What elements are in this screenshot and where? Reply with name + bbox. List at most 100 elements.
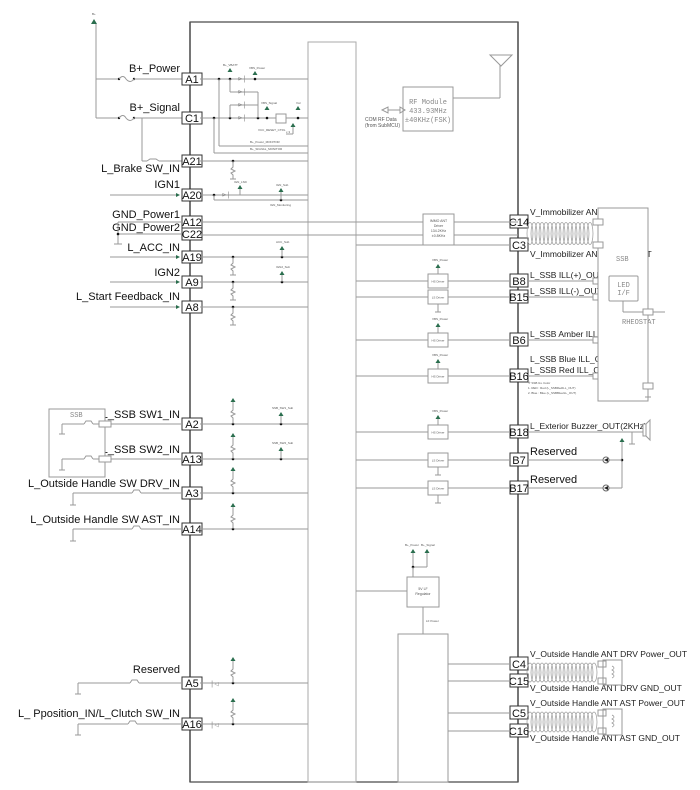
net-label: VBS_Power — [432, 317, 448, 321]
pullup-resistor: |◁ — [200, 698, 308, 730]
coil-turn — [530, 711, 538, 733]
signal-label: Reserved — [530, 474, 577, 486]
ssb-sub-tap: SSB_SW2_Sub — [272, 441, 294, 461]
pin-id: C4 — [512, 659, 526, 671]
left-pin-a3: A3L_Outside Handle SW DRV_IN — [28, 478, 203, 500]
low-side-driver: LS Driver — [427, 452, 449, 476]
pin-id: C3 — [512, 240, 526, 252]
connector-pin — [597, 727, 607, 735]
pin-id: A1 — [185, 74, 198, 86]
coil-turn — [534, 662, 542, 683]
vcc-icon — [230, 657, 236, 661]
pin-id: C1 — [185, 113, 199, 125]
coil-turn — [570, 662, 578, 683]
coil-turn — [550, 662, 558, 683]
driver-label: LS Driver — [432, 459, 445, 463]
signal-label: V_Outside Handle ANT DRV GND_OUT — [530, 683, 682, 693]
coil-turn — [574, 662, 582, 683]
connector-pin — [597, 677, 607, 685]
coil-turn — [550, 222, 558, 245]
resistor-icon — [230, 663, 237, 683]
coil-turn — [586, 662, 594, 683]
svg-text:5V LF: 5V LF — [418, 587, 427, 591]
coil-turn — [538, 222, 546, 245]
coil-turn — [530, 662, 538, 683]
coil-turn — [574, 711, 582, 733]
resistor-icon — [230, 404, 237, 424]
coil-turn — [562, 222, 570, 245]
coil-turn — [542, 711, 550, 733]
coil-turn — [566, 711, 574, 733]
left-pin-c1: C1B+_Signal — [130, 102, 203, 125]
inductor-icon — [611, 714, 615, 728]
svg-text:IGN_Sub: IGN_Sub — [276, 183, 289, 187]
coil-turn — [554, 222, 562, 245]
pin-id: B16 — [509, 371, 529, 383]
svg-text:1. RED : Red (L_SSBRedILL_OUT): 1. RED : Red (L_SSBRedILL_OUT) — [528, 386, 576, 390]
inductor-icon — [611, 665, 615, 679]
pin-id: C14 — [509, 217, 529, 229]
coil-turn — [578, 222, 586, 245]
coil-turn — [586, 222, 594, 245]
coil-turn — [526, 711, 534, 733]
vcc-icon — [435, 323, 441, 327]
pin-id: B8 — [512, 276, 525, 288]
pin-id: C16 — [509, 726, 529, 738]
pin-id: A9 — [185, 277, 198, 289]
resistor-icon — [230, 439, 237, 459]
ssb-output-block: SSB LED I/F RHEOSTAT — [597, 207, 665, 402]
power-input-circuit: ⊳| ⊳| ⊳| ⊳| B+_VBATT VBS_Power VBS_Signa… — [200, 63, 308, 154]
signal-label: V_Immobilizer ANT GND_OUT — [530, 207, 647, 217]
net-label: SSB_SW1_Sub — [272, 406, 294, 410]
signal-label: GND_Power1 — [112, 209, 180, 221]
mcu-block — [307, 41, 357, 783]
vcc-icon — [230, 503, 236, 507]
pullup-resistor — [200, 398, 308, 426]
pin-id: C5 — [512, 708, 526, 720]
right-pin-c3: C3V_Immobilizer ANT Power_OUT — [509, 237, 652, 259]
coil-turn — [542, 222, 550, 245]
svg-text:⊳|: ⊳| — [238, 115, 246, 123]
input-arrow-icon — [176, 255, 180, 259]
svg-text:ACC_Sub: ACC_Sub — [276, 240, 290, 244]
svg-text:RF Module: RF Module — [409, 99, 447, 107]
pullup-resistor — [200, 503, 308, 531]
vcc-icon — [278, 447, 284, 451]
coil-turn — [562, 711, 570, 733]
svg-text:±0.8KHz: ±0.8KHz — [432, 234, 446, 238]
signal-label: B+_Power — [129, 63, 180, 75]
drv-handle-antenna — [526, 659, 623, 686]
svg-text:I/F: I/F — [617, 290, 630, 298]
pin-id: A21 — [182, 156, 202, 168]
svg-text:SSB: SSB — [70, 412, 83, 420]
signal-label: V_Immobilizer ANT Power_OUT — [530, 249, 652, 259]
svg-text:⊳|: ⊳| — [238, 76, 246, 84]
coil-turn — [534, 711, 542, 733]
signal-label: V_Outside Handle ANT AST Power_OUT — [530, 698, 685, 708]
signal-label: IGN1 — [154, 179, 180, 191]
signal-label: L_SSB Amber ILL_OUT — [530, 329, 620, 339]
ign1-circuit: ⊳| IGN_LSD IGN_Sub IGN_Monitoring — [200, 159, 308, 207]
vcc-icon — [435, 359, 441, 363]
driver-label: HS Driver — [431, 280, 444, 284]
svg-text:Driver: Driver — [434, 224, 444, 228]
signal-label: L_SSB Blue ILL_OUT/ — [530, 354, 616, 364]
svg-text:433.93MHz: 433.93MHz — [409, 108, 447, 116]
coil-turn — [590, 662, 598, 683]
coil-turn — [582, 662, 590, 683]
svg-text:IGN2_Sub: IGN2_Sub — [276, 265, 290, 269]
left-pin-a1: A1 B+_Power — [129, 63, 203, 86]
pin-id: C15 — [509, 676, 529, 688]
bplus-source: B+ — [91, 12, 182, 162]
pin-id: A8 — [185, 302, 198, 314]
